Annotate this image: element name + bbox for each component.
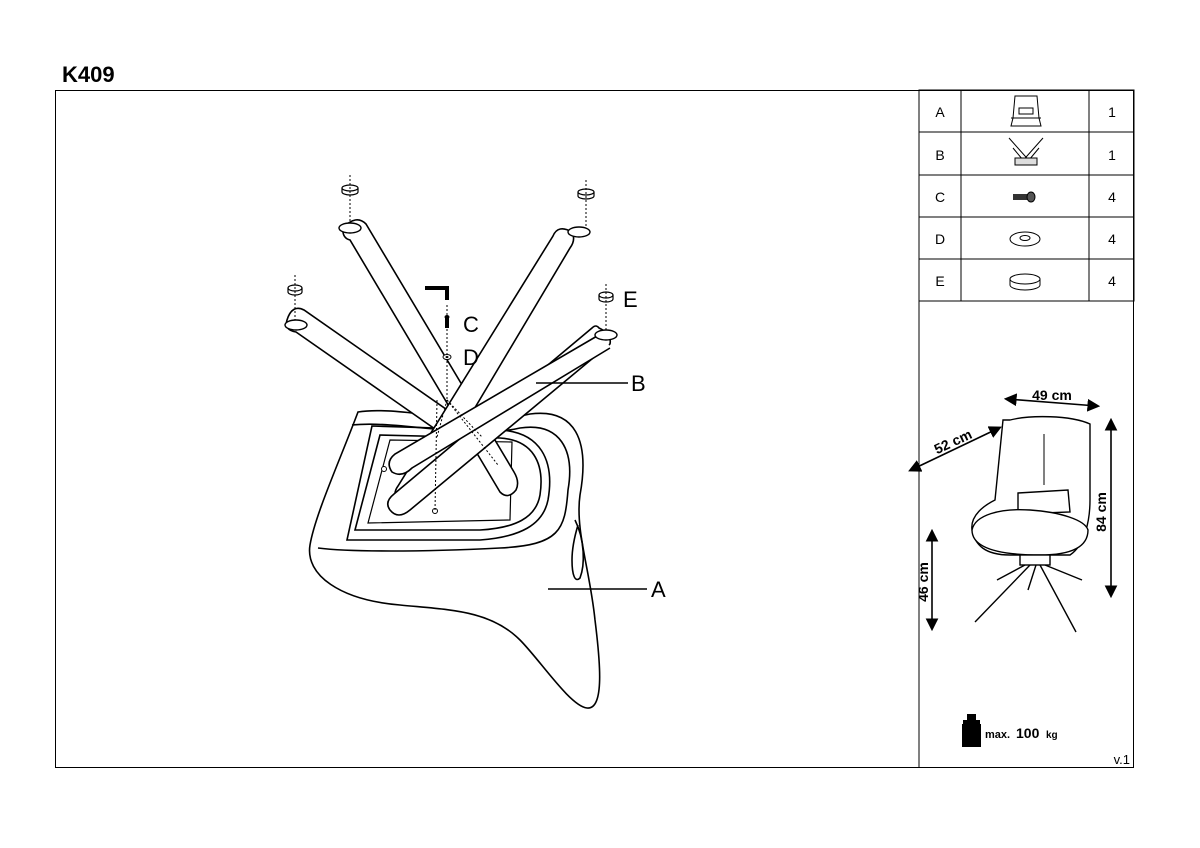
load-unit: kg (1046, 730, 1058, 741)
callout-a: A (651, 577, 666, 602)
dim-seat-height: 46 cm (915, 562, 931, 602)
diagram-frame (55, 90, 1134, 768)
part-qty-e: 4 (1108, 273, 1116, 289)
leg-ends (284, 222, 618, 341)
base-part-b (285, 219, 612, 516)
glide-icon (1009, 273, 1041, 291)
part-letter-c: C (935, 189, 945, 205)
callout-e: E (623, 287, 638, 312)
dashed-guides (294, 175, 607, 512)
callout-b: B (631, 371, 646, 396)
part-letter-a: A (935, 104, 945, 120)
load-prefix: max. (985, 729, 1010, 741)
screw-part-c (425, 286, 450, 328)
part-letter-e: E (935, 273, 944, 289)
screw-icon (1013, 191, 1036, 203)
dimension-arrows (908, 393, 1118, 632)
load-value: 100 (1016, 725, 1040, 741)
chair-side-drawing (971, 415, 1091, 633)
product-code: K409 (62, 62, 115, 87)
dim-width: 49 cm (1032, 387, 1072, 403)
part-qty-a: 1 (1108, 104, 1116, 120)
washer-part-d (442, 354, 452, 360)
seat-icon (1010, 95, 1042, 127)
part-qty-b: 1 (1108, 147, 1116, 163)
dim-depth: 52 cm (932, 426, 975, 457)
part-letter-d: D (935, 231, 945, 247)
dim-height: 84 cm (1093, 492, 1109, 532)
weight-icon (962, 714, 981, 747)
callout-d: D (463, 345, 479, 370)
part-qty-d: 4 (1108, 231, 1116, 247)
washer-icon (1009, 231, 1041, 247)
callout-c: C (463, 312, 479, 337)
callout-lines (536, 382, 647, 590)
parts-table (918, 89, 1135, 768)
version-label: v.1 (1113, 752, 1130, 767)
base-icon (1008, 137, 1044, 166)
part-letter-b: B (935, 147, 944, 163)
part-qty-c: 4 (1108, 189, 1116, 205)
